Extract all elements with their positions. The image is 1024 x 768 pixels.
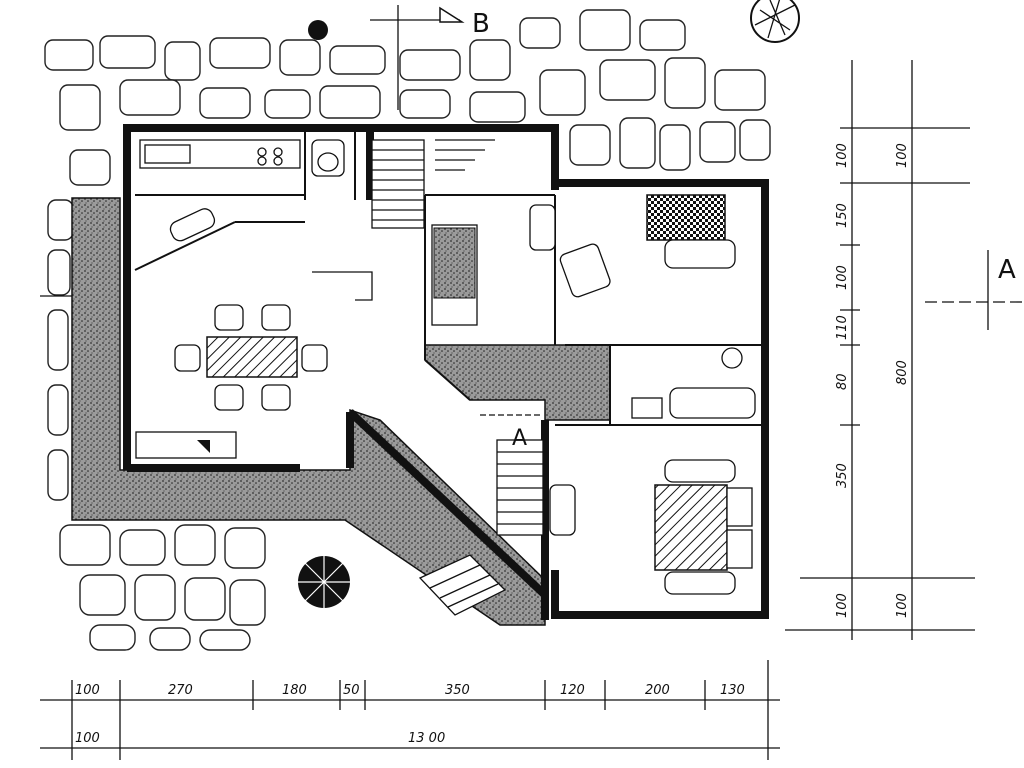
dim-right-100-a: 100 bbox=[835, 143, 850, 168]
master-bed bbox=[549, 459, 753, 595]
dimension-labels-bottom: 100 270 180 50 350 120 200 130 100 13 00 bbox=[75, 683, 745, 746]
dim-bottom-row2-100: 100 bbox=[75, 731, 100, 746]
section-marker-a-right: A bbox=[925, 250, 1024, 330]
dim-right2-100-top: 100 bbox=[895, 143, 910, 168]
dimension-lines-bottom bbox=[40, 660, 780, 760]
single-bed bbox=[431, 204, 556, 326]
kitchen-counter bbox=[139, 139, 301, 169]
staircase-bottom bbox=[418, 554, 507, 616]
section-marker-b: B bbox=[370, 5, 490, 110]
dim-right-100-b: 100 bbox=[835, 265, 850, 290]
section-b-label: B bbox=[472, 9, 490, 39]
living-sofa bbox=[135, 208, 373, 459]
hallway-floor bbox=[424, 344, 611, 421]
tree-top-right bbox=[750, 0, 800, 43]
dim-bottom-200: 200 bbox=[645, 683, 670, 698]
section-a-right-label: A bbox=[998, 255, 1016, 285]
wc-top bbox=[311, 139, 345, 177]
staircase-center bbox=[496, 439, 544, 536]
dimension-lines-right bbox=[785, 60, 975, 640]
dim-bottom-130: 130 bbox=[720, 683, 745, 698]
dim-bottom-270: 270 bbox=[168, 683, 193, 698]
dim-right2-800: 800 bbox=[895, 360, 910, 385]
dim-right-110: 110 bbox=[835, 315, 850, 340]
stone-paving-top bbox=[44, 9, 771, 501]
section-marker-a-inner: A bbox=[480, 414, 540, 451]
dim-bottom-100: 100 bbox=[75, 683, 100, 698]
shrub-top bbox=[308, 20, 328, 40]
dim-right-80: 80 bbox=[835, 373, 850, 390]
bedroom-top-bed bbox=[559, 194, 736, 298]
dim-bottom-350: 350 bbox=[445, 683, 470, 698]
dim-bottom-total: 13 00 bbox=[408, 731, 445, 746]
dim-right-350: 350 bbox=[835, 463, 850, 488]
dim-right-150: 150 bbox=[835, 203, 850, 228]
dim-bottom-120: 120 bbox=[560, 683, 585, 698]
stone-paving-bottom bbox=[59, 524, 266, 651]
dimension-labels-right: 100 150 100 110 80 350 100 100 800 100 bbox=[835, 143, 910, 618]
dim-bottom-50: 50 bbox=[343, 683, 360, 698]
bathroom bbox=[631, 347, 756, 419]
dim-right-100-c: 100 bbox=[835, 593, 850, 618]
dim-right2-100-bottom: 100 bbox=[895, 593, 910, 618]
exterior-walls bbox=[123, 124, 769, 620]
dining-table bbox=[174, 304, 328, 411]
section-a-inner-label: A bbox=[512, 426, 527, 451]
staircase-top bbox=[371, 139, 495, 229]
tree-bottom bbox=[290, 548, 358, 616]
terrace-left bbox=[71, 197, 546, 626]
dim-bottom-180: 180 bbox=[282, 683, 307, 698]
